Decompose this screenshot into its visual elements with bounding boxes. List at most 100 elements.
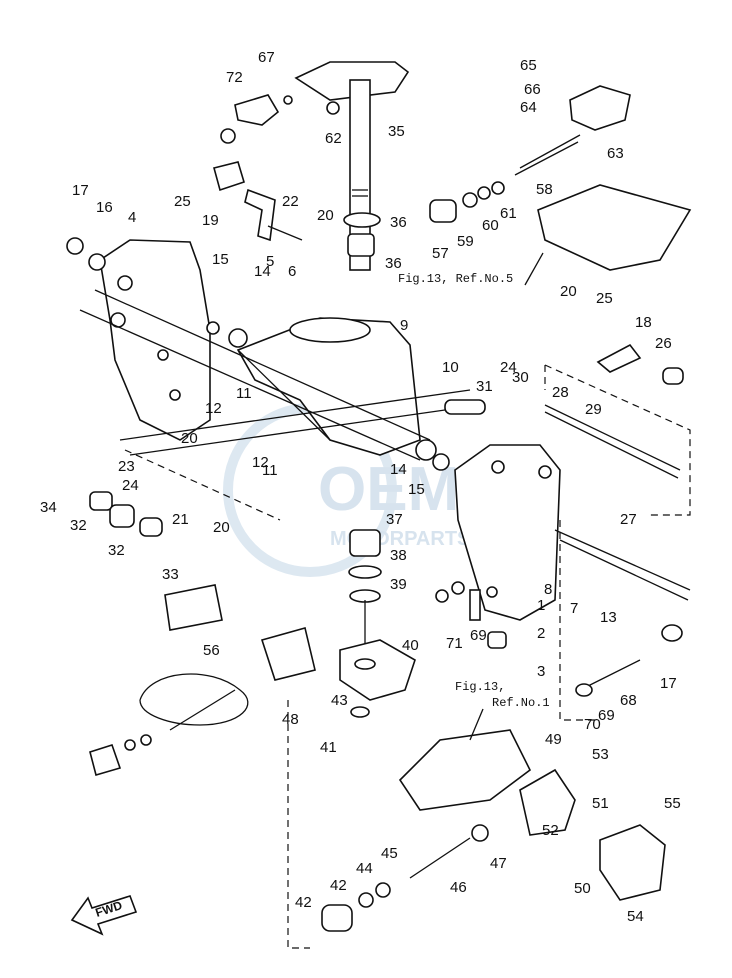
- callout-20: 20: [181, 430, 198, 447]
- callout-69: 69: [598, 707, 615, 724]
- callout-13: 13: [600, 609, 617, 626]
- callout-17: 17: [660, 675, 677, 692]
- callout-22: 22: [282, 193, 299, 210]
- callout-20: 20: [317, 207, 334, 224]
- callout-12: 12: [205, 400, 222, 417]
- callout-20: 20: [213, 519, 230, 536]
- callout-16: 16: [96, 199, 113, 216]
- lower-mount: [321, 624, 683, 932]
- callout-24: 24: [500, 359, 517, 376]
- callout-58: 58: [536, 181, 553, 198]
- callout-36: 36: [385, 255, 402, 272]
- callout-24: 24: [122, 477, 139, 494]
- callout-21: 21: [172, 511, 189, 528]
- callout-37: 37: [386, 511, 403, 528]
- dash-leaders: [124, 449, 600, 949]
- callout-49: 49: [545, 731, 562, 748]
- callout-30: 30: [512, 369, 529, 386]
- callout-50: 50: [574, 880, 591, 897]
- clamp-bracket-left: [66, 237, 211, 441]
- callout-45: 45: [381, 845, 398, 862]
- callout-6: 6: [288, 263, 296, 280]
- callout-15: 15: [212, 251, 229, 268]
- callout-40: 40: [402, 637, 419, 654]
- callout-54: 54: [627, 908, 644, 925]
- callout-56: 56: [203, 642, 220, 659]
- callout-69: 69: [470, 627, 487, 644]
- callout-23: 23: [118, 458, 135, 475]
- fwd-arrow: FWD: [70, 895, 138, 936]
- steering-shaft: [294, 61, 410, 354]
- callout-18: 18: [635, 314, 652, 331]
- callout-39: 39: [390, 576, 407, 593]
- clamp-bracket-right: [454, 444, 691, 621]
- callout-1: 1: [537, 597, 545, 614]
- fig-ref-no1-line1: Fig.13,: [455, 680, 505, 694]
- lower-bracket-39: [339, 639, 416, 718]
- callout-47: 47: [490, 855, 507, 872]
- callout-44: 44: [356, 860, 373, 877]
- fig-ref-no5: Fig.13, Ref.No.5: [398, 272, 513, 286]
- callout-59: 59: [457, 233, 474, 250]
- callout-66: 66: [524, 81, 541, 98]
- callout-51: 51: [592, 795, 609, 812]
- callout-12: 12: [252, 454, 269, 471]
- callout-67: 67: [258, 49, 275, 66]
- tilt-tubes: [79, 289, 481, 461]
- callout-33: 33: [162, 566, 179, 583]
- callout-55: 55: [664, 795, 681, 812]
- callout-26: 26: [655, 335, 672, 352]
- callout-71: 71: [446, 635, 463, 652]
- callout-52: 52: [542, 822, 559, 839]
- callout-4: 4: [128, 209, 136, 226]
- collars-36-38: [348, 529, 382, 650]
- callout-43: 43: [331, 692, 348, 709]
- callout-29: 29: [585, 401, 602, 418]
- callout-7: 7: [570, 600, 578, 617]
- callout-25: 25: [596, 290, 613, 307]
- callout-38: 38: [390, 547, 407, 564]
- small-parts: [89, 101, 507, 649]
- callout-9: 9: [400, 317, 408, 334]
- callout-34: 34: [40, 499, 57, 516]
- callout-27: 27: [620, 511, 637, 528]
- callout-14: 14: [254, 263, 271, 280]
- callout-64: 64: [520, 99, 537, 116]
- callout-14: 14: [390, 461, 407, 478]
- accessory-group: [89, 584, 316, 776]
- callout-2: 2: [537, 625, 545, 642]
- callout-25: 25: [174, 193, 191, 210]
- callout-5: 5: [266, 253, 274, 270]
- callout-32: 32: [70, 517, 87, 534]
- callout-17: 17: [72, 182, 89, 199]
- callout-41: 41: [320, 739, 337, 756]
- callout-70: 70: [584, 716, 601, 733]
- figure-references: Fig.13, Ref.No.5 Fig.13, Ref.No.1: [398, 252, 550, 741]
- callout-61: 61: [500, 205, 517, 222]
- swivel-bracket: [236, 317, 421, 456]
- tilt-rod-group: [544, 343, 691, 516]
- callout-53: 53: [592, 746, 609, 763]
- steering-arm-19: [213, 161, 303, 242]
- callout-31: 31: [476, 378, 493, 395]
- callout-11: 11: [262, 462, 278, 479]
- callout-36: 36: [390, 214, 407, 231]
- callout-63: 63: [607, 145, 624, 162]
- bracket-72: [220, 94, 293, 144]
- callout-3: 3: [537, 663, 545, 680]
- fig-ref-no1-line2: Ref.No.1: [492, 696, 550, 710]
- callout-35: 35: [388, 123, 405, 140]
- callout-60: 60: [482, 217, 499, 234]
- callout-42: 42: [330, 877, 347, 894]
- callout-48: 48: [282, 711, 299, 728]
- callout-42: 42: [295, 894, 312, 911]
- callout-20: 20: [560, 283, 577, 300]
- callout-15: 15: [408, 481, 425, 498]
- callout-68: 68: [620, 692, 637, 709]
- callout-62: 62: [325, 130, 342, 147]
- callout-46: 46: [450, 879, 467, 896]
- callout-11: 11: [236, 385, 252, 402]
- callout-32: 32: [108, 542, 125, 559]
